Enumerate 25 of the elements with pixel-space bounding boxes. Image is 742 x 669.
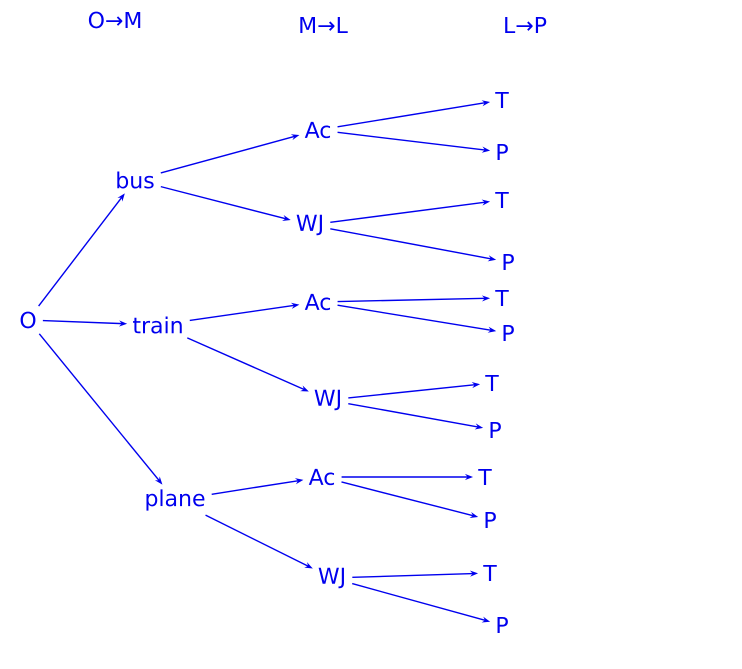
node-text: P (504, 254, 514, 270)
node-text: P (504, 324, 514, 342)
node-text: T (495, 192, 509, 208)
node-text: T (495, 92, 509, 108)
node-text: T (483, 564, 497, 582)
node-text: T (485, 374, 499, 392)
node-text: P (486, 512, 496, 528)
node-text: plane (146, 489, 204, 511)
node-text: T (495, 290, 509, 306)
column-heading: O→M (88, 12, 140, 28)
node-text: WJ (318, 568, 344, 588)
node-text: O (20, 312, 36, 328)
node-text: P (498, 144, 508, 160)
node-text: WJ (296, 214, 322, 236)
node-text: Ac (304, 122, 330, 138)
column-heading: L→P (505, 16, 546, 34)
node-text: bus (117, 171, 154, 189)
node-text: train (133, 316, 182, 334)
node-text: Ac (304, 294, 330, 310)
node-text: T (478, 468, 492, 486)
column-heading: M→L (300, 16, 348, 34)
node-text: Ac (308, 468, 334, 486)
node-text: P (498, 616, 508, 633)
node-text: P (490, 422, 501, 438)
node-text: WJ (314, 390, 340, 410)
